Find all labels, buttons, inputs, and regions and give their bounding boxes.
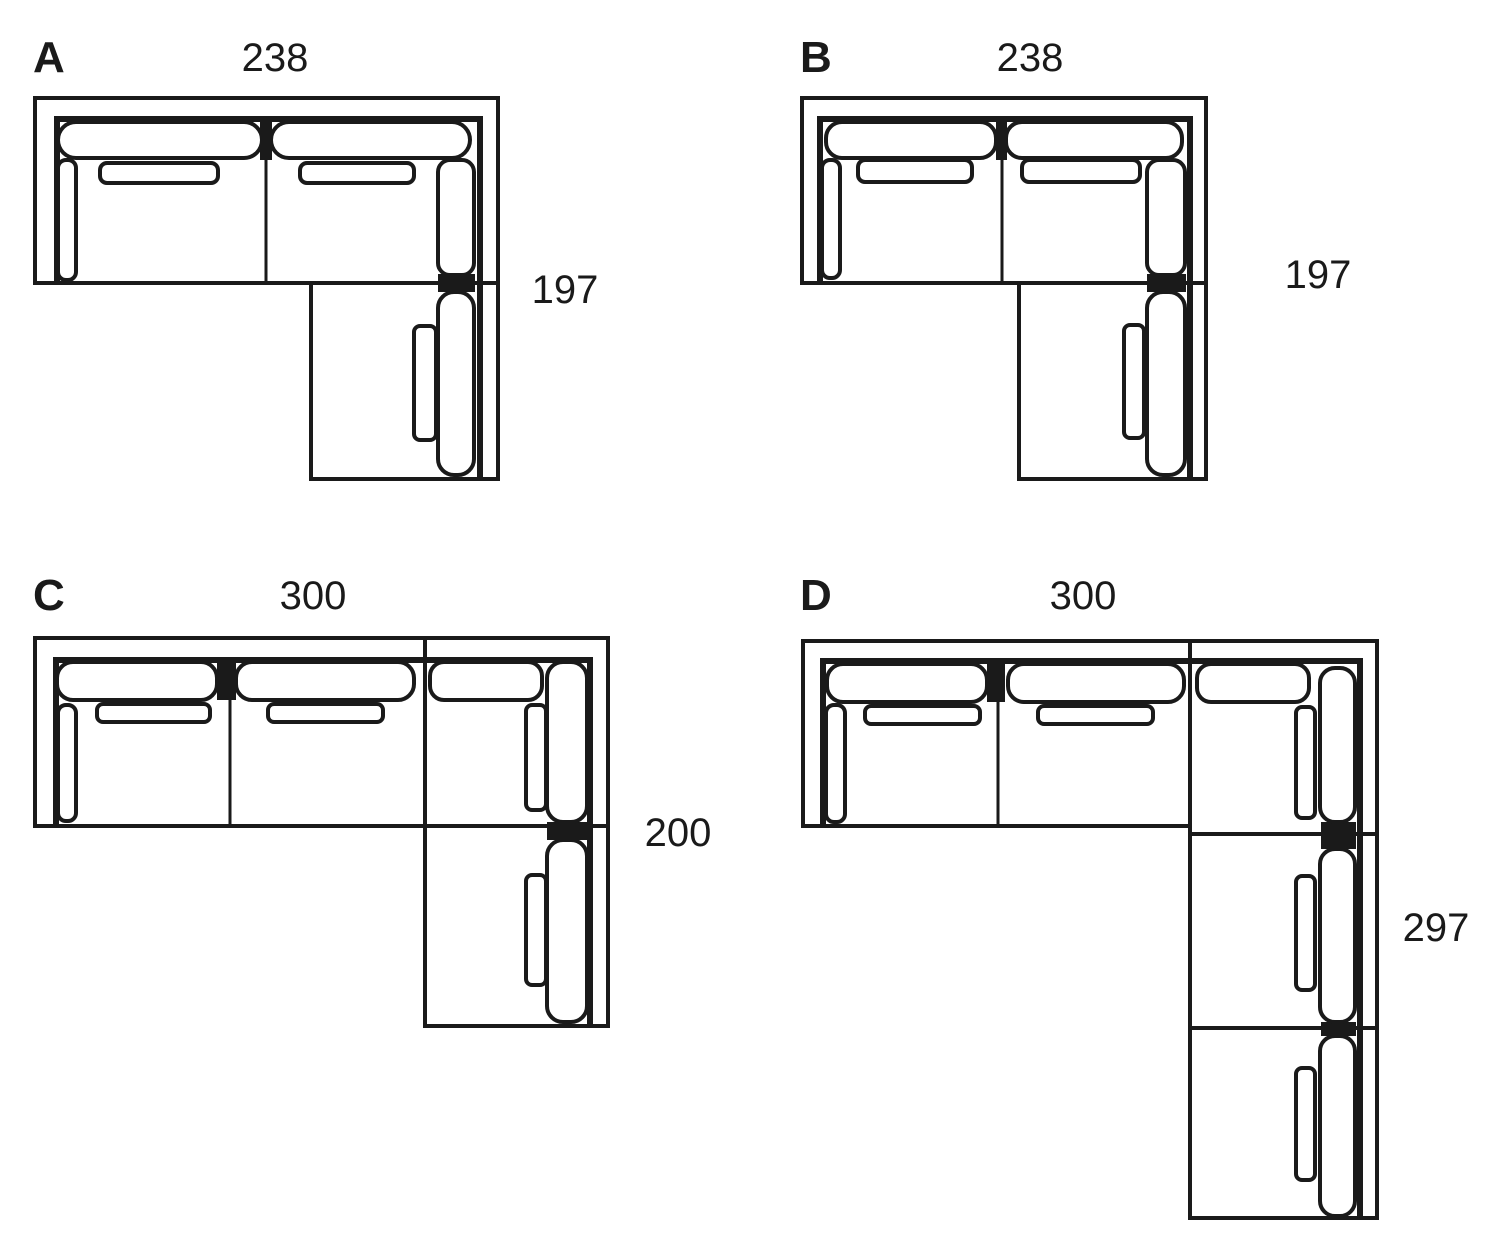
c-back-cushion: [55, 660, 219, 702]
a-armrest: [56, 158, 78, 282]
b-cushion-joint: [996, 120, 1007, 160]
a-back-cushion: [269, 120, 472, 160]
d-armrest: [824, 703, 847, 824]
a-throw-pillow: [298, 161, 416, 185]
d-side-back-cushion: [1318, 847, 1357, 1024]
b-back-cushion: [824, 120, 998, 160]
diagram-d-width: 300: [1049, 574, 1117, 618]
diagram-c-label: C: [33, 571, 65, 620]
d-cushion-joint: [987, 664, 1005, 702]
d-back-cushion: [1006, 662, 1186, 704]
diagram-c-width: 300: [279, 574, 347, 618]
d-back-cushion: [1195, 662, 1311, 704]
c-side-back-cushion: [545, 660, 589, 824]
c-side-back-cushion: [545, 838, 589, 1024]
c-armrest: [56, 703, 78, 823]
diagram-a-label: A: [33, 33, 65, 82]
d-side-back-cushion: [1318, 666, 1357, 824]
b-throw-pillow: [856, 158, 974, 184]
d-side-back-cushion: [1318, 1034, 1357, 1218]
c-cushion-joint: [217, 662, 236, 700]
a-chaise-back-cushion: [436, 290, 476, 477]
diagram-c-depth: 200: [644, 811, 712, 855]
b-side-cushion: [1145, 158, 1187, 277]
diagram-a-depth: 197: [531, 268, 599, 312]
a-corner-joint: [438, 274, 475, 292]
a-back-cushion: [56, 120, 264, 160]
b-back-cushion: [1004, 120, 1184, 160]
d-backrest-frame: [820, 658, 1363, 1218]
diagram-d-label: D: [800, 571, 832, 620]
b-corner-joint: [1147, 274, 1186, 292]
diagram-b-label: B: [800, 33, 832, 82]
d-throw-pillow: [863, 704, 982, 726]
b-armrest: [820, 158, 842, 280]
b-chaise-back-cushion: [1145, 290, 1187, 477]
diagram-a-width: 238: [241, 36, 309, 80]
c-back-cushion: [234, 660, 416, 702]
diagram-d-depth: 297: [1402, 906, 1470, 950]
d-throw-pillow: [1294, 705, 1317, 820]
c-throw-pillow: [95, 702, 212, 724]
a-side-cushion: [436, 158, 476, 277]
diagram-b-depth: 197: [1284, 253, 1352, 297]
d-corner-joint: [1321, 822, 1356, 849]
d-corner-joint: [1321, 1022, 1356, 1036]
b-throw-pillow: [1020, 158, 1142, 184]
d-throw-pillow: [1294, 874, 1317, 992]
a-throw-pillow: [412, 324, 438, 442]
c-back-cushion: [428, 660, 544, 702]
c-throw-pillow: [524, 873, 548, 987]
a-throw-pillow: [98, 161, 220, 185]
d-back-cushion: [825, 662, 989, 704]
d-throw-pillow: [1294, 1066, 1317, 1182]
a-cushion-joint: [260, 120, 272, 160]
c-throw-pillow: [524, 703, 548, 812]
c-throw-pillow: [266, 702, 385, 724]
c-corner-joint: [547, 822, 587, 840]
diagram-b-width: 238: [996, 36, 1064, 80]
d-throw-pillow: [1036, 704, 1155, 726]
b-throw-pillow: [1122, 323, 1146, 440]
